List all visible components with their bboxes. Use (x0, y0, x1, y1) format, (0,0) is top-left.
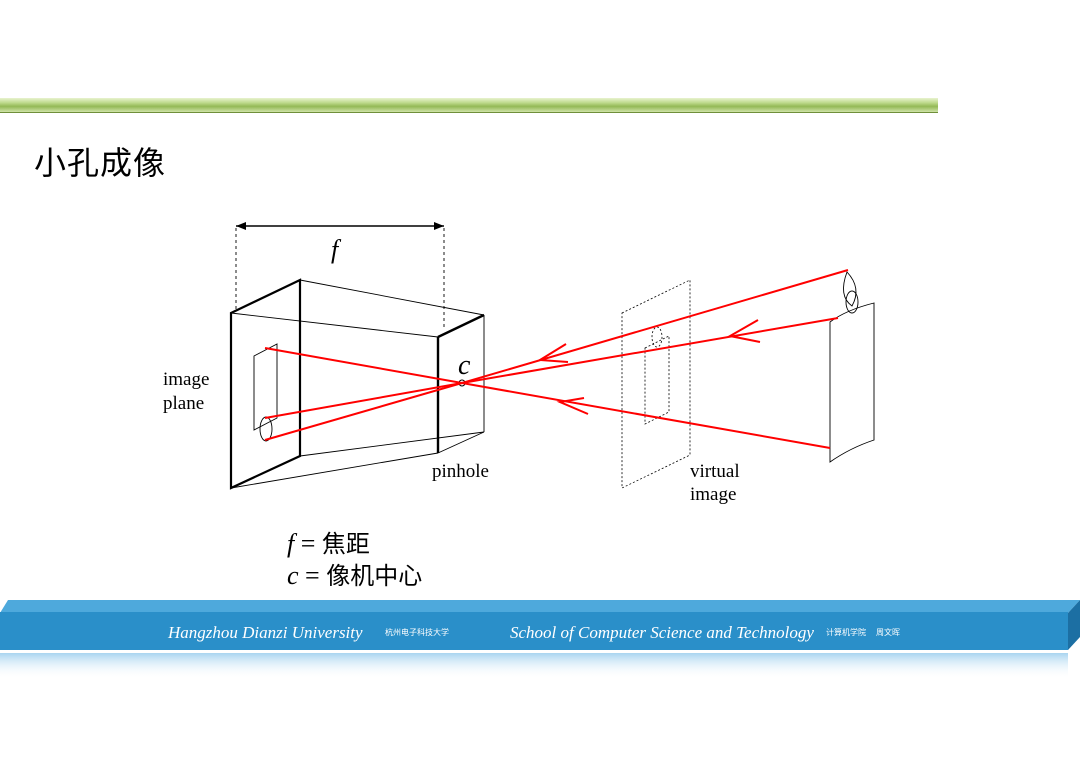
camera-box (229, 278, 485, 490)
formula-center-meaning: 像机中心 (326, 562, 423, 590)
virtual-image-plane (621, 279, 691, 489)
footer-author: 周文晖 (876, 628, 900, 637)
virtual-image-label-line2: image (690, 484, 736, 505)
formula-focal-symbol: f (287, 529, 295, 558)
image-plane-label-line2: plane (163, 393, 204, 414)
footer-university-en: Hangzhou Dianzi University (168, 623, 363, 642)
footer-bar (0, 600, 1080, 679)
footer-school-cn: 计算机学院 (826, 628, 866, 637)
pinhole-label: pinhole (432, 461, 489, 482)
candle (829, 271, 875, 463)
footer-school-en: School of Computer Science and Technolog… (510, 623, 814, 642)
virtual-image-label-line1: virtual (690, 461, 740, 482)
formula-equals: = (298, 561, 327, 590)
image-plane-label-line1: image (163, 369, 209, 390)
formula-equals: = (294, 529, 322, 558)
formula-center-symbol: c (287, 561, 299, 590)
center-symbol: c (458, 350, 471, 381)
formula-focal-length: f = 焦距 (287, 524, 370, 559)
light-rays (264, 269, 849, 449)
inverted-image (253, 343, 278, 442)
formula-focal-meaning: 焦距 (321, 530, 370, 558)
slide-title: 小孔成像 (34, 144, 167, 182)
formula-camera-center: c = 像机中心 (287, 556, 422, 591)
focal-symbol: f (331, 235, 342, 264)
footer-university-cn: 杭州电子科技大学 (385, 628, 449, 637)
title-divider-bar (0, 98, 938, 113)
focal-length-indicator (235, 222, 445, 328)
